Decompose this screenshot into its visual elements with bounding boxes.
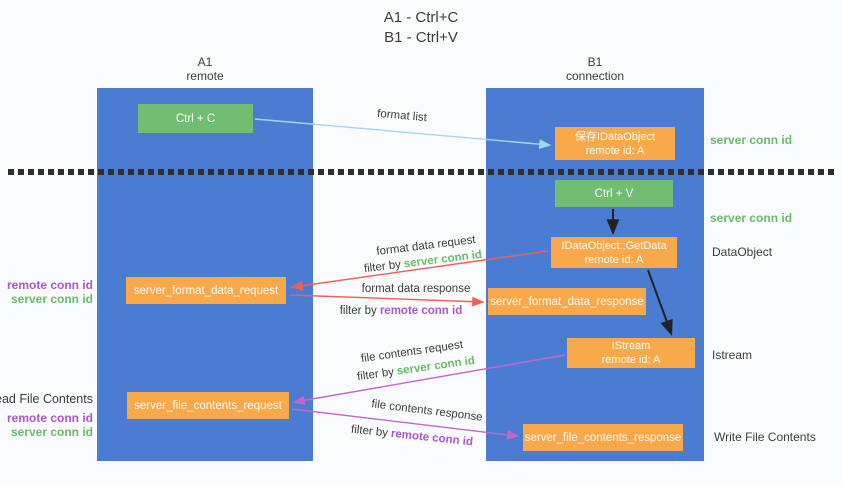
label-write-file-contents: Write File Contents [714, 430, 816, 444]
left-conn-id-group-1: remote conn id server conn id [7, 278, 93, 306]
diagram-title: A1 - Ctrl+C B1 - Ctrl+V [0, 8, 842, 48]
lane-a1-header: A1 remote [97, 55, 313, 83]
left-conn-id-group-2: remote conn id server conn id [7, 411, 93, 439]
session-divider-dotted-line [8, 169, 836, 175]
filter-by-prefix: filter by [363, 258, 402, 276]
label-format-data-response: format data response [361, 283, 471, 295]
node-istream-line1: IStream [611, 340, 651, 352]
node-ctrl-v: Ctrl + V [555, 180, 673, 207]
filter-by-prefix: filter by [350, 423, 389, 440]
label-server-conn-id-right-top: server conn id [710, 133, 793, 147]
lane-a1-name: A1 [197, 55, 213, 69]
arrow-format-data-response [289, 294, 485, 307]
filter-by-prefix: filter by [356, 366, 395, 384]
node-server-file-contents-request: server_file_contents_request [127, 392, 289, 419]
node-istream-line2: remote id: A [601, 354, 661, 366]
lane-a1-subtitle: remote [186, 69, 224, 83]
node-idataobject-getdata-line1: IDataObject::GetData [561, 239, 667, 252]
node-server-file-contents-response: server_file_contents_response [523, 424, 683, 451]
label-istream: Istream [712, 348, 753, 362]
lane-b1-name: B1 [587, 55, 603, 69]
node-server-format-data-response: server_format_data_response [488, 288, 646, 315]
node-idataobject-getdata-line2: remote id: A [584, 253, 644, 266]
node-server-file-contents-response-label: server_file_contents_response [524, 431, 682, 444]
label-file-contents-response: file contents response [370, 398, 484, 424]
filter-key-remote-conn-id: remote conn id [379, 305, 463, 317]
filter-key-remote-conn-id: remote conn id [390, 427, 474, 449]
node-istream: IStream remote id: A [567, 338, 695, 368]
node-ctrl-c-label: Ctrl + C [175, 112, 216, 125]
node-server-format-data-request-label: server_format_data_request [133, 284, 279, 297]
label-server-conn-id-right-mid: server conn id [710, 211, 793, 225]
node-server-format-data-request: server_format_data_request [126, 277, 286, 304]
node-save-idataobject: 保存IDataObject remote id: A [555, 127, 675, 160]
node-ctrl-c: Ctrl + C [138, 104, 253, 133]
node-save-idataobject-line1: 保存IDataObject [574, 130, 656, 143]
label-server-conn-id-left-1: server conn id [10, 292, 93, 306]
node-save-idataobject-line2: remote id: A [585, 144, 645, 157]
node-idataobject-getdata: IDataObject::GetData remote id: A [551, 237, 677, 268]
label-server-conn-id-left-2: server conn id [10, 425, 93, 439]
label-dataobject: DataObject [712, 245, 773, 259]
lane-b1-subtitle: connection [565, 69, 625, 83]
label-read-file-contents: Read File Contents [0, 392, 93, 406]
label-format-list: format list [376, 107, 428, 125]
lane-b1-header: B1 connection [486, 55, 704, 83]
title-line-1: A1 - Ctrl+C [383, 9, 459, 26]
node-ctrl-v-label: Ctrl + V [594, 187, 634, 200]
label-remote-conn-id-left-1: remote conn id [6, 278, 93, 292]
node-server-file-contents-request-label: server_file_contents_request [134, 399, 282, 412]
filter-by-prefix: filter by [339, 305, 377, 317]
label-remote-conn-id-left-2: remote conn id [6, 411, 93, 425]
node-server-format-data-response-label: server_format_data_response [490, 295, 644, 308]
title-line-2: B1 - Ctrl+V [384, 29, 458, 46]
